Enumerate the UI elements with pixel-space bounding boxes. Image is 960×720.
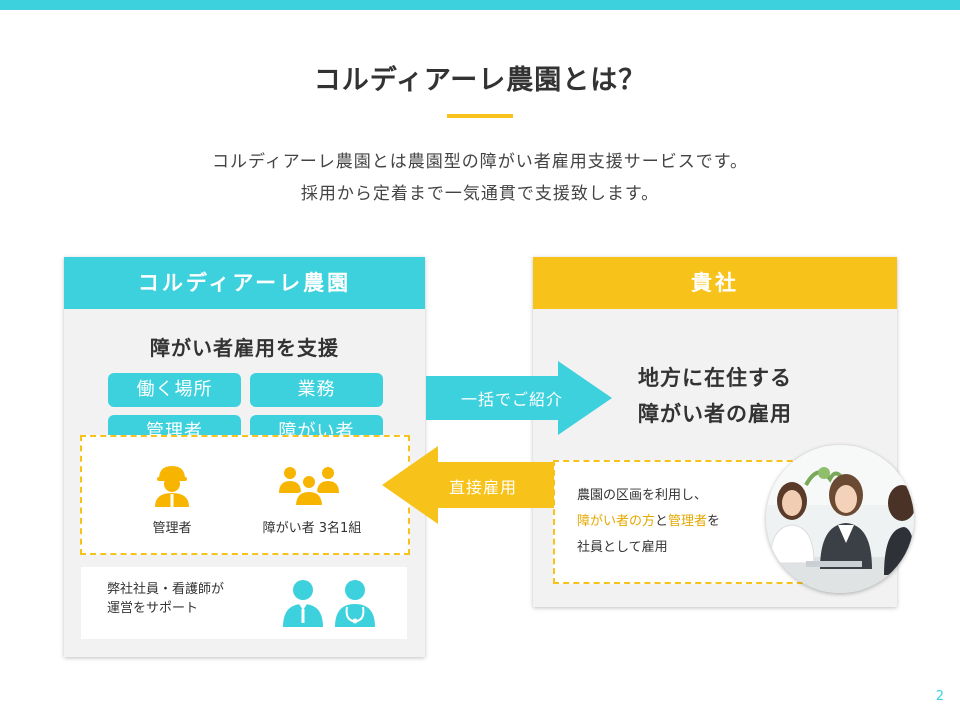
employment-line-1: 農園の区画を利用し、: [577, 488, 708, 503]
highlight-manager: 管理者: [668, 514, 708, 529]
group-label: 障がい者 3名1組: [262, 521, 362, 536]
pill-tasks: 業務: [250, 373, 383, 407]
direct-employment-arrow: [382, 446, 554, 524]
people-box: 管理者 障がい者 3名1組: [80, 435, 410, 555]
subtitle-line-2: 採用から定着まで一気通貫で支援致します。: [300, 184, 660, 204]
suffix-text: を: [707, 514, 721, 529]
introduce-arrow: [426, 361, 612, 435]
page-number: 2: [935, 689, 944, 704]
farm-panel: コルディアーレ農園 障がい者雇用を支援 働く場所 業務 管理者 障がい者 管理者…: [64, 257, 425, 657]
top-accent-bar: [0, 0, 960, 10]
support-staff-line-1: 弊社社員・看護師が: [107, 582, 225, 597]
manager-icon: [155, 466, 189, 507]
pill-workplace: 働く場所: [108, 373, 241, 407]
direct-employment-label: 直接雇用: [448, 478, 517, 497]
farm-panel-heading: コルディアーレ農園: [64, 257, 425, 309]
support-staff-text: 弊社社員・看護師が 運営をサポート: [107, 580, 224, 618]
manager-label: 管理者: [152, 521, 192, 536]
support-staff-line-2: 運営をサポート: [107, 601, 199, 616]
subtitle-line-1: コルディアーレ農園とは農園型の障がい者雇用支援サービスです。: [211, 152, 749, 172]
highlight-disabled-people: 障がい者の方: [577, 514, 656, 529]
meeting-illustration: [766, 445, 914, 593]
office-meeting-photo: [766, 445, 914, 593]
employment-line-3: 社員として雇用: [577, 540, 668, 555]
people-group-icon: [279, 467, 339, 507]
support-title: 障がい者雇用を支援: [150, 336, 339, 360]
connector-text: と: [655, 514, 669, 529]
staff-person-icon: [283, 580, 323, 627]
title-underline: [447, 114, 513, 118]
introduce-label: 一括でご紹介: [460, 390, 563, 409]
client-panel-heading: 貴社: [533, 257, 897, 309]
client-main-line-2: 障がい者の雇用: [638, 402, 792, 426]
nurse-icon: [335, 580, 375, 627]
support-staff-box: 弊社社員・看護師が 運営をサポート: [81, 567, 407, 639]
employment-line-2: 障がい者の方と管理者を: [577, 509, 720, 535]
employment-text: 農園の区画を利用し、 障がい者の方と管理者を 社員として雇用: [577, 483, 720, 561]
client-main-line-1: 地方に在住する: [638, 366, 792, 390]
page-title: コルディアーレ農園とは？: [313, 65, 647, 96]
